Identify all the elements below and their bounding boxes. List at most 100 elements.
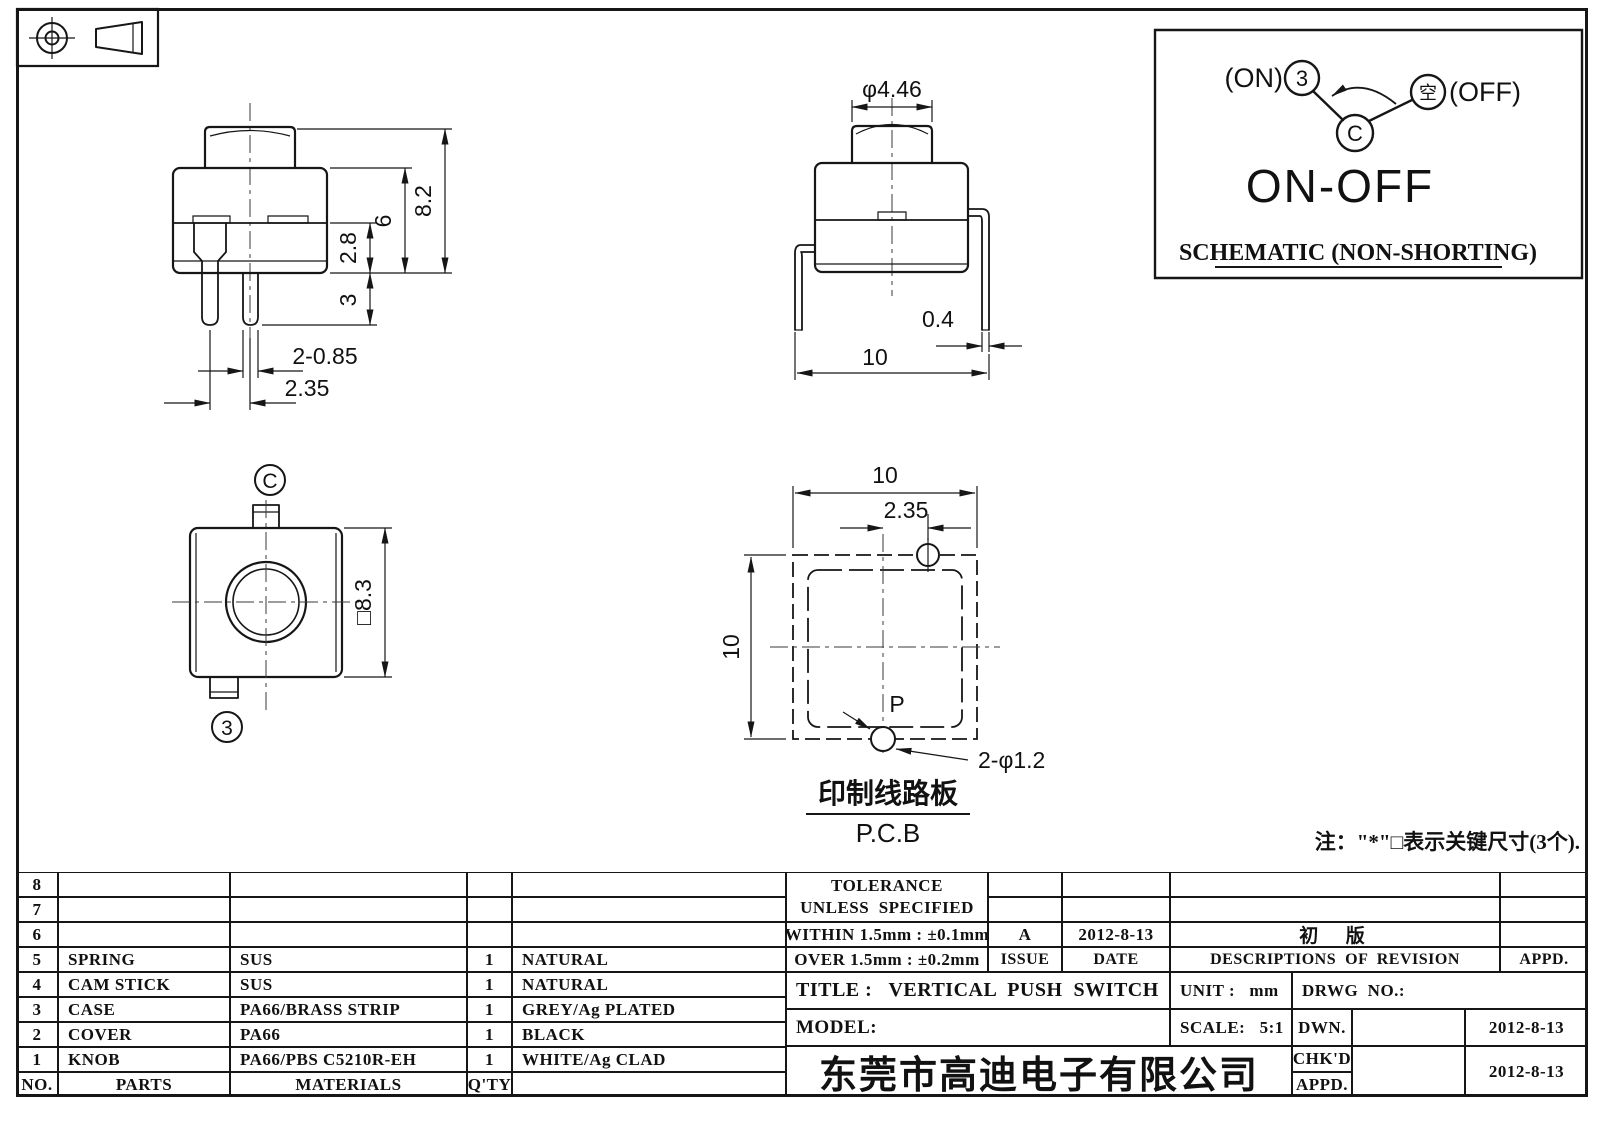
- dim-front-body-height: 6: [370, 215, 396, 228]
- top-view-pin3-label: 3: [221, 717, 233, 740]
- parts-row-name: CAM STICK: [58, 972, 230, 997]
- parts-row-qty: 1: [467, 1047, 512, 1072]
- issue-date: 2012-8-13: [1062, 922, 1170, 947]
- parts-row-no: 3: [16, 997, 58, 1022]
- drawing-frame: [16, 8, 1588, 1097]
- dim-pcb-height: 10: [718, 634, 744, 660]
- dim-front-pin-pitch: 2.35: [285, 375, 330, 401]
- schematic-caption: SCHEMATIC (NON-SHORTING): [1179, 240, 1537, 266]
- projection-symbol: [17, 9, 158, 66]
- dim-side-knob-dia: φ4.46: [862, 76, 922, 102]
- key-dimension-note: 注："*"□表示关键尺寸(3个).: [1314, 830, 1580, 854]
- parts-row-qty: [467, 922, 512, 947]
- top-view-common-label: C: [262, 470, 277, 493]
- schematic-box: (ON) 3 C 空 (OFF) ON-OFF SCHEMATIC (NON-S…: [1155, 30, 1582, 278]
- tolerance-line2: UNLESS SPECIFIED: [800, 898, 974, 917]
- parts-row-material: [230, 897, 467, 922]
- dim-front-total-height: 8.2: [410, 185, 436, 217]
- parts-header-no: NO.: [16, 1072, 58, 1097]
- parts-row-name: [58, 872, 230, 897]
- dim-pcb-holes: 2-φ1.2: [978, 747, 1045, 773]
- schematic-on-label: (ON): [1225, 63, 1283, 93]
- parts-row-finish: [512, 897, 786, 922]
- dim-front-upper: 2.8: [335, 232, 361, 264]
- schematic-mode: ON-OFF: [1246, 160, 1434, 212]
- parts-row-material: PA66/PBS C5210R-EH: [230, 1047, 467, 1072]
- parts-row-no: 1: [16, 1047, 58, 1072]
- parts-row-qty: 1: [467, 997, 512, 1022]
- title-value: TITLE : VERTICAL PUSH SWITCH: [786, 972, 1170, 1009]
- scale-value: SCALE: 5:1: [1170, 1009, 1292, 1046]
- parts-header-qty: Q'TY: [467, 1072, 512, 1097]
- parts-row-finish: GREY/Ag PLATED: [512, 997, 786, 1022]
- parts-row-no: 8: [16, 872, 58, 897]
- appd-label-2: APPD.: [1292, 1072, 1352, 1097]
- company-name: 东莞市高迪电子有限公司: [786, 1046, 1292, 1097]
- parts-row-name: CASE: [58, 997, 230, 1022]
- chkd-label: CHK'D: [1292, 1046, 1352, 1072]
- issue-value: A: [988, 922, 1062, 947]
- schematic-pin3: 3: [1296, 66, 1308, 91]
- dim-front-pin-width: 2-0.85: [292, 343, 357, 369]
- parts-row-name: [58, 922, 230, 947]
- parts-row-no: 6: [16, 922, 58, 947]
- parts-row-material: PA66/BRASS STRIP: [230, 997, 467, 1022]
- cone-symbol: [96, 22, 142, 54]
- parts-row-qty: [467, 872, 512, 897]
- top-view: C 3 □8.3: [172, 465, 392, 742]
- side-view: φ4.46 0.4 10: [795, 76, 1022, 380]
- tolerance-header: TOLERANCE UNLESS SPECIFIED: [786, 872, 988, 922]
- parts-row-material: SUS: [230, 972, 467, 997]
- dim-pcb-width: 10: [872, 462, 898, 488]
- parts-row-name: [58, 897, 230, 922]
- parts-row-material: [230, 922, 467, 947]
- descriptions-label: DESCRIPTIONS OF REVISION: [1170, 947, 1500, 972]
- parts-row-qty: 1: [467, 947, 512, 972]
- model-label: MODEL:: [786, 1009, 1170, 1046]
- dim-side-leg-width: 0.4: [922, 306, 954, 332]
- schematic-kong: 空: [1419, 83, 1437, 103]
- chkd-date: 2012-8-13: [1465, 1046, 1588, 1097]
- parts-row-qty: 1: [467, 972, 512, 997]
- drwg-no-label: DRWG NO.:: [1292, 972, 1588, 1009]
- dwn-signature: [1352, 1009, 1465, 1046]
- appd-label: APPD.: [1500, 947, 1588, 972]
- schematic-common: C: [1347, 121, 1363, 146]
- parts-row-no: 7: [16, 897, 58, 922]
- schematic-off-label: (OFF): [1449, 77, 1521, 107]
- front-view: 8.2 6 2.8 3 2-0.85 2.35: [164, 103, 452, 410]
- parts-header-parts: PARTS: [58, 1072, 230, 1097]
- parts-row-no: 5: [16, 947, 58, 972]
- pcb-view: 10 2.35 10 P 2-φ1.2 印制线路板 P.C.B: [718, 462, 1045, 848]
- parts-row-qty: [467, 897, 512, 922]
- dim-pcb-hole-pitch: 2.35: [884, 497, 929, 523]
- date-label: DATE: [1062, 947, 1170, 972]
- dwn-label: DWN.: [1292, 1009, 1352, 1046]
- parts-row-no: 4: [16, 972, 58, 997]
- tolerance-within: WITHIN 1.5mm : ±0.1mm: [786, 922, 988, 947]
- pcb-p-label: P: [889, 691, 904, 717]
- parts-header-finish: [512, 1072, 786, 1097]
- dwn-date: 2012-8-13: [1465, 1009, 1588, 1046]
- parts-row-finish: BLACK: [512, 1022, 786, 1047]
- dim-front-pin-length: 3: [335, 294, 361, 307]
- parts-row-material: PA66: [230, 1022, 467, 1047]
- dim-side-leg-span: 10: [862, 344, 888, 370]
- pcb-caption-cn: 印制线路板: [818, 778, 958, 810]
- parts-row-material: [230, 872, 467, 897]
- parts-row-name: SPRING: [58, 947, 230, 972]
- unit-value: UNIT : mm: [1170, 972, 1292, 1009]
- parts-row-material: SUS: [230, 947, 467, 972]
- tolerance-over: OVER 1.5mm : ±0.2mm: [786, 947, 988, 972]
- parts-row-finish: NATURAL: [512, 972, 786, 997]
- tolerance-line1: TOLERANCE: [831, 875, 943, 895]
- revision-description: 初 版: [1170, 922, 1500, 947]
- chkd-signature: [1352, 1046, 1465, 1097]
- parts-row-name: COVER: [58, 1022, 230, 1047]
- parts-row-finish: WHITE/Ag CLAD: [512, 1047, 786, 1072]
- parts-row-finish: [512, 922, 786, 947]
- parts-row-qty: 1: [467, 1022, 512, 1047]
- parts-row-no: 2: [16, 1022, 58, 1047]
